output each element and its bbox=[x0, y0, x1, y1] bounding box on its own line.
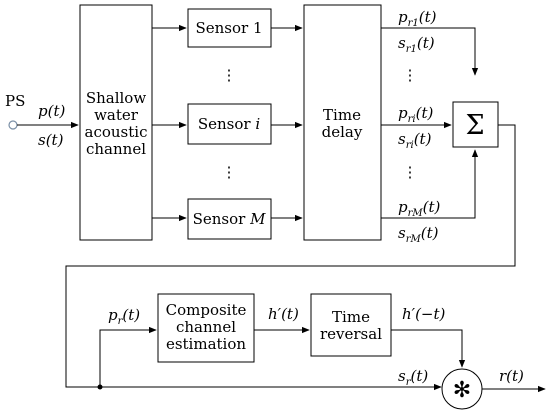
channel-text-2: water bbox=[94, 106, 139, 124]
output-dots-upper: ⋮ bbox=[403, 66, 418, 84]
sensor-1-label: Sensor 1 bbox=[195, 19, 262, 37]
convolution-symbol: ✻ bbox=[453, 378, 471, 403]
delay-output-p-rm: prM(t) bbox=[398, 198, 441, 219]
sum-box bbox=[452, 101, 499, 148]
input-s-label: s(t) bbox=[38, 131, 64, 149]
sensor-dots-lower: ⋮ bbox=[222, 163, 237, 181]
source-label: PS bbox=[5, 92, 25, 110]
estimation-text-2: channel bbox=[176, 318, 236, 336]
path-reversal-to-convolution bbox=[391, 329, 466, 368]
time-delay-box bbox=[303, 4, 382, 241]
path-sum-to-convolution bbox=[65, 124, 516, 391]
delay-output-s-ri: sri(t) bbox=[398, 130, 432, 151]
output-label: r(t) bbox=[499, 367, 524, 385]
source-node bbox=[8, 120, 18, 130]
input-p-label: p(t) bbox=[38, 102, 65, 120]
path-to-estimation bbox=[99, 326, 157, 387]
pr-label: pr(t) bbox=[108, 306, 140, 327]
time-delay-text-1: Time bbox=[323, 106, 361, 124]
channel-text-1: Shallow bbox=[86, 89, 147, 107]
reversal-text-1: Time bbox=[332, 308, 370, 326]
sensor-m-label: Sensor M bbox=[193, 210, 267, 228]
sensor-1-box bbox=[187, 8, 272, 48]
estimation-box bbox=[157, 293, 255, 363]
reversal-text-2: reversal bbox=[320, 325, 382, 343]
sr-label: sr(t) bbox=[398, 367, 428, 388]
sensor-dots-upper: ⋮ bbox=[222, 66, 237, 84]
delay-output-p-r1: pr1(t) bbox=[398, 8, 437, 29]
time-delay-text-2: delay bbox=[322, 123, 363, 141]
sensor-m-box bbox=[187, 198, 272, 240]
estimation-text-3: estimation bbox=[166, 335, 246, 353]
delay-output-s-rm: srM(t) bbox=[398, 224, 439, 245]
estimation-text-1: Composite bbox=[166, 301, 247, 319]
channel-text-4: channel bbox=[86, 140, 146, 158]
reversal-box bbox=[310, 293, 392, 357]
sensor-i-label: Sensor i bbox=[198, 115, 261, 133]
delay-output-s-r1: sr1(t) bbox=[398, 34, 435, 55]
output-dots-lower: ⋮ bbox=[403, 163, 418, 181]
sensor-i-box bbox=[187, 103, 272, 145]
sum-symbol: Σ bbox=[465, 110, 484, 141]
delay-output-p-ri: pri(t) bbox=[398, 104, 433, 125]
h-label: h′(t) bbox=[268, 305, 299, 323]
channel-box bbox=[79, 4, 153, 241]
channel-text-3: acoustic bbox=[85, 123, 148, 141]
path-rm-to-sum bbox=[381, 149, 479, 219]
h-rev-label: h′(−t) bbox=[402, 305, 446, 323]
path-r1-to-sum bbox=[381, 27, 479, 76]
